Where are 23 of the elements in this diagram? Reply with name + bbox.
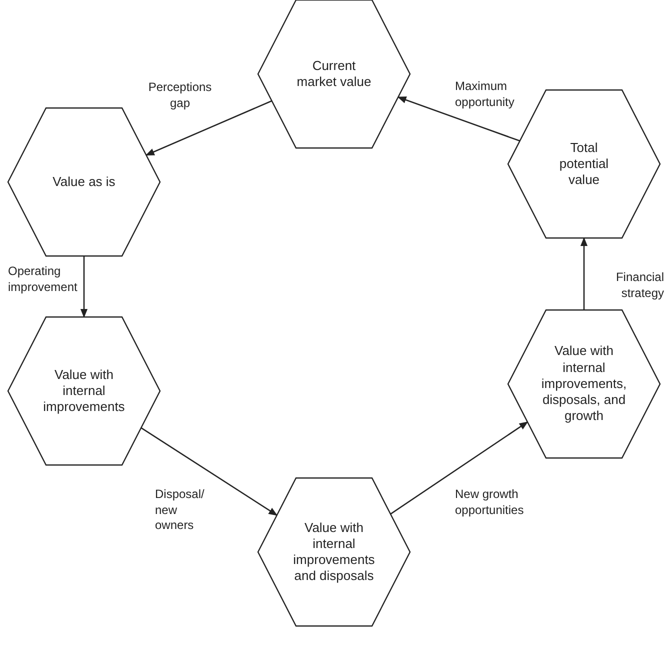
arrow	[145, 100, 272, 156]
hexagon-node	[508, 310, 660, 458]
hexagon-node	[258, 478, 410, 626]
arrow	[80, 256, 88, 318]
hexagon-node	[258, 0, 410, 148]
node-text: Value as is	[52, 174, 116, 190]
hexagon-node	[8, 108, 160, 256]
edge-label: Disposal/ new owners	[155, 487, 206, 534]
arrow	[140, 427, 278, 516]
edge-label: New growth opportunities	[455, 487, 525, 518]
node-text: Value with internal improvements and disposals	[292, 520, 376, 584]
arrow	[397, 96, 520, 142]
node-text: Value with internal improvements	[42, 366, 126, 416]
edge-label: Financial strategy	[614, 270, 664, 302]
edge-label: Operating improvement	[8, 264, 78, 296]
node-text: Value with internal improvements, disposals, and growth	[540, 343, 628, 425]
node-text: Current market value	[296, 58, 372, 90]
node-text: Total potential value	[558, 140, 610, 188]
arrow	[580, 237, 588, 310]
hexagon-node	[8, 317, 160, 465]
arrow	[390, 421, 528, 515]
edge-label: Maximum opportunity	[455, 79, 516, 110]
edge-label: Perceptions gap	[147, 80, 213, 112]
